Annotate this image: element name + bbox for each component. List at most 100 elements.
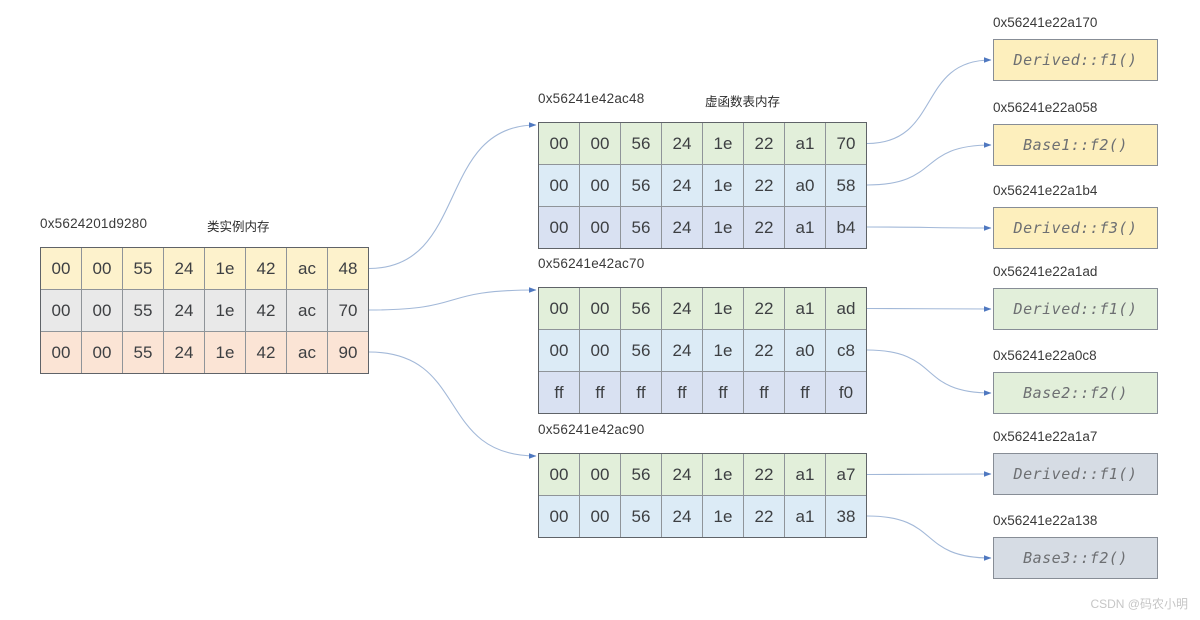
function-box: Base1::f2()	[993, 124, 1158, 166]
vtable-title: 虚函数表内存	[705, 95, 781, 109]
memory-byte-cell: 00	[549, 217, 569, 237]
function-box: Derived::f1()	[993, 288, 1158, 330]
memory-byte-cell: 00	[579, 496, 620, 537]
pointer-arrow	[866, 142, 992, 186]
memory-byte-cell: 42	[245, 332, 286, 373]
memory-byte-cell: a0	[784, 330, 825, 371]
function-box: Derived::f1()	[993, 453, 1158, 495]
memory-byte-cell: ff	[743, 372, 784, 413]
vtable-header: 0x56241e42ac70	[538, 255, 867, 279]
pointer-arrow	[866, 57, 992, 145]
memory-byte-cell: 24	[163, 248, 204, 289]
function-box: Derived::f3()	[993, 207, 1158, 249]
pointer-arrow	[866, 306, 992, 312]
vtable-address: 0x56241e42ac48	[538, 91, 645, 106]
memory-byte-cell: ff	[579, 372, 620, 413]
pointer-arrow	[368, 287, 537, 311]
function-address: 0x56241e22a0c8	[993, 348, 1097, 363]
watermark: CSDN @码农小明	[1090, 597, 1188, 611]
function-address: 0x56241e22a1a7	[993, 429, 1098, 444]
pointer-arrow	[866, 349, 992, 396]
memory-byte-cell: 00	[81, 248, 122, 289]
memory-byte-cell: 1e	[204, 248, 245, 289]
memory-byte-cell: 55	[122, 290, 163, 331]
memory-byte-cell: 00	[51, 342, 71, 362]
memory-byte-cell: ff	[702, 372, 743, 413]
memory-byte-cell: 24	[661, 123, 702, 164]
memory-byte-cell: ac	[286, 332, 327, 373]
memory-byte-cell: 56	[620, 330, 661, 371]
memory-byte-cell: 00	[579, 207, 620, 248]
memory-byte-cell: a1	[784, 123, 825, 164]
memory-byte-cell: 90	[327, 332, 368, 373]
memory-byte-cell: 24	[661, 454, 702, 495]
memory-byte-cell: ff	[661, 372, 702, 413]
memory-byte-cell: 56	[620, 496, 661, 537]
memory-byte-cell: 00	[579, 165, 620, 206]
vtable-header: 0x56241e42ac48 虚函数表内存	[538, 90, 867, 114]
pointer-arrow	[866, 225, 992, 231]
memory-byte-cell: b4	[825, 207, 866, 248]
memory-byte-cell: ac	[286, 248, 327, 289]
memory-byte-cell: c8	[825, 330, 866, 371]
function-address: 0x56241e22a058	[993, 100, 1098, 115]
memory-byte-cell: 48	[327, 248, 368, 289]
memory-byte-cell: 56	[620, 288, 661, 329]
memory-byte-cell: 00	[81, 290, 122, 331]
memory-byte-cell: 00	[579, 454, 620, 495]
memory-byte-cell: 00	[549, 133, 569, 153]
function-address: 0x56241e22a1ad	[993, 264, 1098, 279]
memory-byte-cell: 70	[327, 290, 368, 331]
memory-byte-cell: 1e	[702, 165, 743, 206]
memory-byte-cell: 1e	[702, 207, 743, 248]
memory-byte-cell: ff	[784, 372, 825, 413]
memory-byte-cell: 1e	[702, 330, 743, 371]
vtable-address: 0x56241e42ac90	[538, 422, 645, 437]
memory-byte-cell: 00	[549, 340, 569, 360]
memory-byte-cell: 1e	[702, 123, 743, 164]
memory-byte-cell: 56	[620, 123, 661, 164]
memory-byte-cell: 1e	[702, 454, 743, 495]
memory-byte-cell: 42	[245, 248, 286, 289]
memory-byte-cell: 00	[549, 175, 569, 195]
pointer-arrow	[866, 515, 992, 561]
memory-byte-cell: 00	[51, 258, 71, 278]
memory-byte-cell: 22	[743, 496, 784, 537]
memory-byte-cell: 00	[579, 330, 620, 371]
pointer-arrow	[368, 122, 537, 270]
memory-byte-cell: ac	[286, 290, 327, 331]
memory-byte-cell: 00	[549, 464, 569, 484]
instance-header: 0x5624201d9280 类实例内存	[40, 215, 369, 239]
instance-address: 0x5624201d9280	[40, 216, 148, 231]
vtable-header: 0x56241e42ac90	[538, 421, 867, 445]
memory-byte-cell: 22	[743, 454, 784, 495]
function-address: 0x56241e22a138	[993, 513, 1098, 528]
memory-byte-cell: 55	[122, 248, 163, 289]
function-address: 0x56241e22a170	[993, 15, 1098, 30]
memory-byte-cell: 00	[549, 506, 569, 526]
memory-byte-cell: 24	[661, 207, 702, 248]
memory-byte-cell: 70	[825, 123, 866, 164]
memory-byte-cell: 22	[743, 207, 784, 248]
memory-byte-cell: 1e	[702, 496, 743, 537]
